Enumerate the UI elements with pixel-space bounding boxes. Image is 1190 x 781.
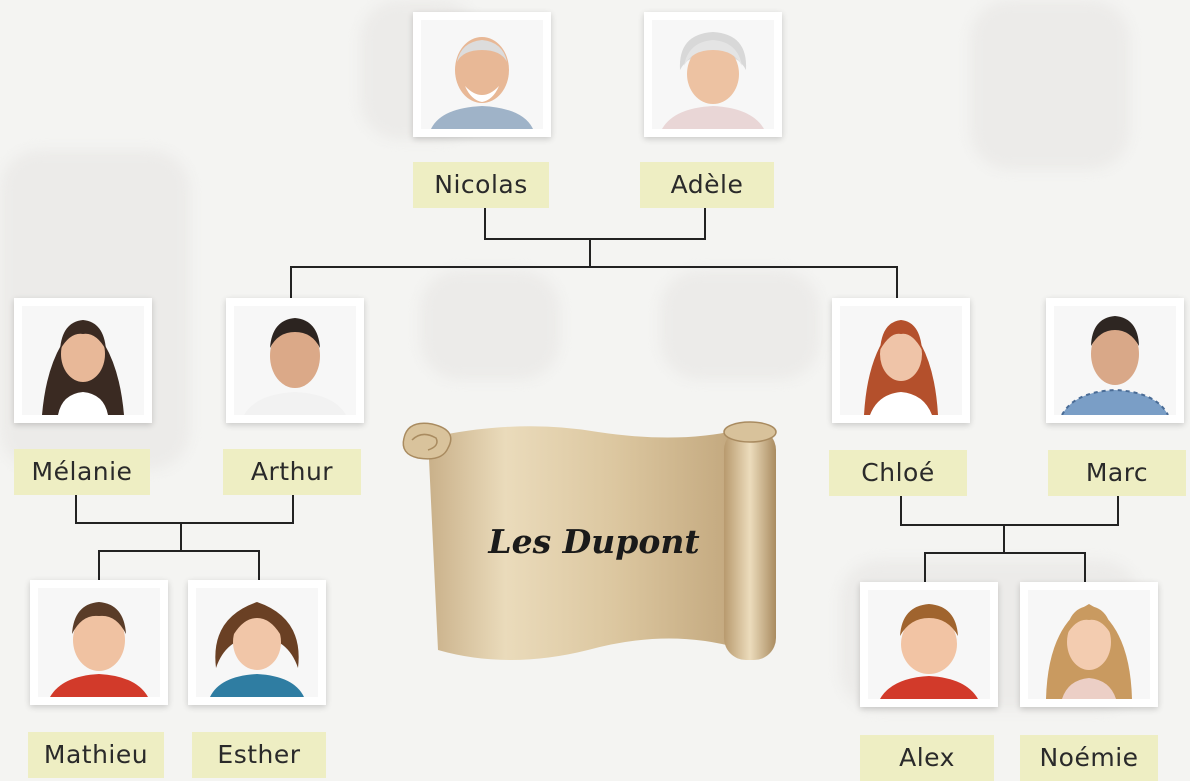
label-noemie: Noémie — [1020, 735, 1158, 781]
label-chloe: Chloé — [829, 450, 967, 496]
connector-line — [292, 494, 294, 524]
photo-esther — [188, 580, 326, 705]
connector-line — [98, 550, 260, 552]
connector-line — [1003, 524, 1005, 554]
photo-marc — [1046, 298, 1184, 423]
label-alex: Alex — [860, 735, 994, 781]
label-marc: Marc — [1048, 450, 1186, 496]
photo-nicolas — [413, 12, 551, 137]
title-scroll — [402, 421, 777, 660]
connector-line — [290, 266, 292, 298]
background-figure — [660, 270, 820, 380]
connector-line — [924, 552, 1086, 554]
connector-line — [900, 524, 1119, 526]
connector-line — [1084, 552, 1086, 584]
background-figure — [970, 0, 1130, 170]
family-title: Les Dupont — [488, 522, 700, 561]
connector-line — [484, 238, 706, 240]
connector-line — [900, 496, 902, 526]
connector-line — [258, 550, 260, 582]
label-melanie: Mélanie — [14, 449, 150, 495]
photo-noemie — [1020, 582, 1158, 707]
connector-line — [924, 552, 926, 584]
photo-melanie — [14, 298, 152, 423]
connector-line — [180, 522, 182, 552]
photo-arthur — [226, 298, 364, 423]
connector-line — [98, 550, 100, 582]
connector-line — [1117, 496, 1119, 526]
connector-line — [290, 266, 898, 268]
photo-chloe — [832, 298, 970, 423]
label-nicolas: Nicolas — [413, 162, 549, 208]
label-adele: Adèle — [640, 162, 774, 208]
label-arthur: Arthur — [223, 449, 361, 495]
connector-line — [75, 522, 294, 524]
label-esther: Esther — [192, 732, 326, 778]
label-mathieu: Mathieu — [28, 732, 164, 778]
connector-line — [704, 208, 706, 240]
photo-alex — [860, 582, 998, 707]
connector-line — [75, 494, 77, 524]
background-figure — [420, 270, 560, 380]
photo-adele — [644, 12, 782, 137]
connector-line — [896, 266, 898, 298]
connector-line — [589, 238, 591, 268]
photo-mathieu — [30, 580, 168, 705]
connector-line — [484, 208, 486, 240]
